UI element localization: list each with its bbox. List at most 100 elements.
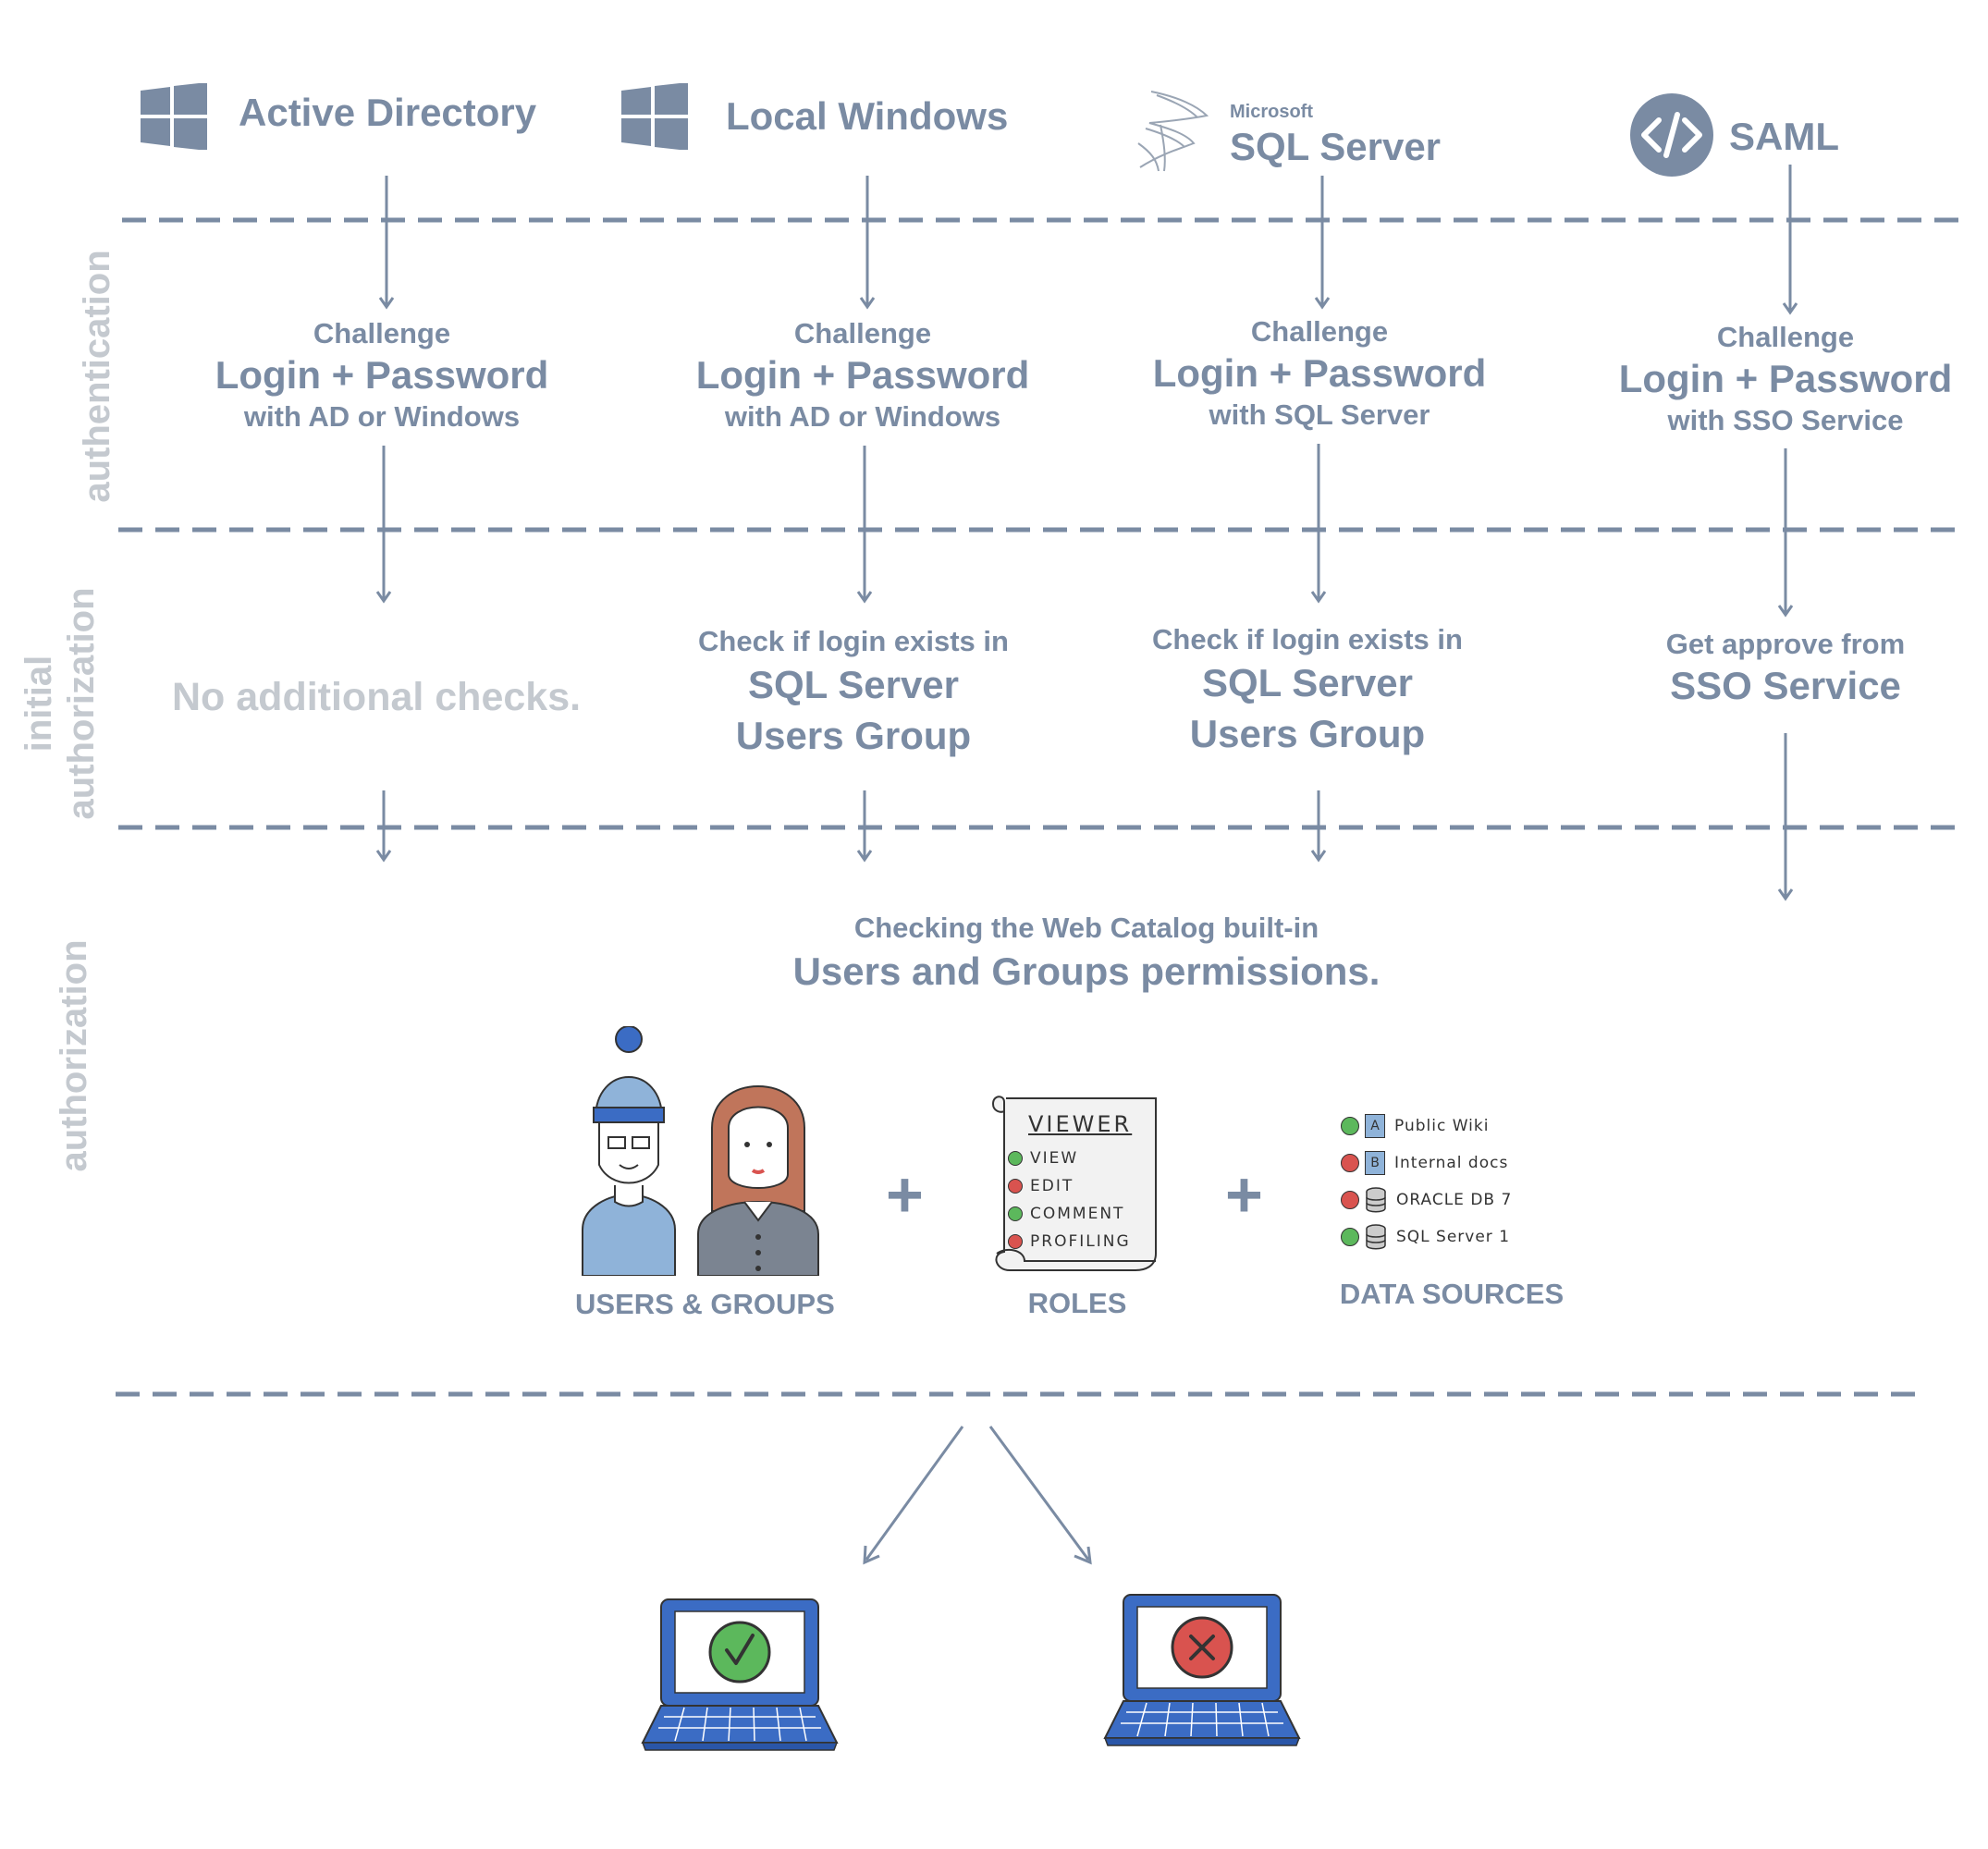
auth-step-1: Challenge Login + Password with AD or Wi… [151,316,613,435]
auth-step-2: Challenge Login + Password with AD or Wi… [632,316,1094,435]
check-line2: SQL Server [1201,661,1414,704]
roles-illustration: VIEWER VIEW EDIT COMMENT PROFILING [988,1091,1163,1276]
authorization-line2: Users and Groups permissions. [792,949,1381,993]
provider-name: SQL Server [1230,125,1442,168]
data-sources-label: DATA SOURCES [1339,1278,1565,1310]
deny-icon [1008,1179,1023,1194]
arrow-deny [988,1426,1092,1565]
database-icon [1366,1224,1386,1250]
challenge-with: with SSO Service [1667,404,1904,436]
data-source-label: ORACLE DB 7 [1396,1191,1513,1209]
users-groups-illustration [582,1026,819,1276]
allow-icon [1008,1206,1023,1221]
data-sources-illustration: A Public Wiki B Internal docs ORACLE DB … [1341,1108,1581,1255]
challenge-main: Login + Password [215,353,549,397]
challenge-main: Login + Password [1618,357,1953,400]
scroll-shape [991,1096,1157,1271]
section-label-authentication: authentication [77,250,117,503]
sso-line2: SSO Service [1670,664,1901,707]
allow-icon [1341,1117,1359,1135]
challenge-label: Challenge [793,317,932,349]
windows-icon [621,82,688,151]
data-source-item: SQL Server 1 [1341,1218,1581,1255]
provider-saml [1629,92,1714,182]
data-source-item: ORACLE DB 7 [1341,1182,1581,1218]
check-icon [708,1621,771,1684]
role-item: PROFILING [1008,1228,1131,1255]
arrow [378,176,395,310]
arrow [375,446,392,604]
no-additional-checks: No additional checks. [172,675,582,719]
challenge-with: with AD or Windows [243,400,521,433]
plus-sign: + [886,1158,924,1231]
challenge-label: Challenge [1716,321,1855,353]
laptop-allowed [641,1598,839,1751]
check-line2: SQL Server [747,663,960,706]
authorization-description: Checking the Web Catalog built-in Users … [717,911,1456,998]
data-source-item: A Public Wiki [1341,1108,1581,1145]
role-item: VIEW [1008,1145,1131,1172]
provider-name: Active Directory [239,91,537,134]
arrow [1777,733,1794,901]
arrow [1310,790,1327,863]
init-auth-check-2: Check if login exists in SQL Server User… [1076,622,1539,759]
check-line3: Users Group [1189,712,1426,755]
arrow [375,790,392,863]
section-label-authorization: authorization [54,939,94,1172]
data-source-label: Public Wiki [1394,1117,1490,1135]
arrow [1782,165,1798,315]
challenge-label: Challenge [313,317,451,349]
check-line1: Check if login exists in [1152,623,1463,655]
provider-name: Local Windows [726,94,1009,138]
allow-icon [1008,1151,1023,1166]
challenge-label: Challenge [1250,315,1389,348]
provider-active-directory [141,82,207,154]
auth-step-4: Challenge Login + Password with SSO Serv… [1554,320,1988,438]
challenge-with: with AD or Windows [724,400,1001,433]
arrow [1777,448,1794,618]
check-line1: Check if login exists in [698,625,1009,657]
init-auth-sso: Get approve from SSO Service [1554,627,1988,710]
arrow-allow [863,1426,964,1565]
arrow [856,446,873,604]
role-title: VIEWER [1028,1111,1133,1137]
role-item-label: VIEW [1030,1149,1079,1168]
doc-icon: A [1365,1114,1385,1138]
allow-icon [1341,1228,1359,1246]
deny-icon [1341,1191,1359,1209]
section-label-initial-authorization-text: initial authorization [18,587,102,820]
challenge-with: with SQL Server [1209,398,1430,431]
roles-label: ROLES [1027,1287,1127,1319]
challenge-main: Login + Password [1152,351,1487,395]
role-item: EDIT [1008,1172,1131,1200]
data-source-label: Internal docs [1394,1154,1509,1172]
doc-icon: B [1365,1151,1385,1175]
challenge-main: Login + Password [695,353,1030,397]
auth-step-3: Challenge Login + Password with SQL Serv… [1088,314,1551,433]
arrow [1314,176,1331,310]
section-label-initial-authorization: initial authorization [18,583,103,824]
role-items: VIEW EDIT COMMENT PROFILING [1008,1145,1131,1255]
role-item-label: EDIT [1030,1177,1074,1195]
windows-icon [141,82,207,151]
authorization-line1: Checking the Web Catalog built-in [853,912,1319,944]
provider-local-windows [621,82,688,154]
sql-server-icon [1137,91,1209,172]
check-line3: Users Group [735,714,972,757]
role-item-label: PROFILING [1030,1232,1131,1251]
data-source-item: B Internal docs [1341,1145,1581,1182]
data-source-label: SQL Server 1 [1396,1228,1511,1246]
arrow [856,790,873,863]
role-item-label: COMMENT [1030,1205,1125,1223]
users-groups-label: USERS & GROUPS [575,1288,835,1320]
laptop-denied [1103,1594,1301,1746]
database-icon [1366,1187,1386,1213]
deny-icon [1341,1154,1359,1172]
code-icon [1630,93,1713,177]
provider-prefix: Microsoft [1230,102,1313,122]
close-icon [1171,1616,1233,1679]
arrow [859,176,876,310]
provider-sql-server [1133,88,1214,178]
init-auth-check-1: Check if login exists in SQL Server User… [622,624,1085,761]
